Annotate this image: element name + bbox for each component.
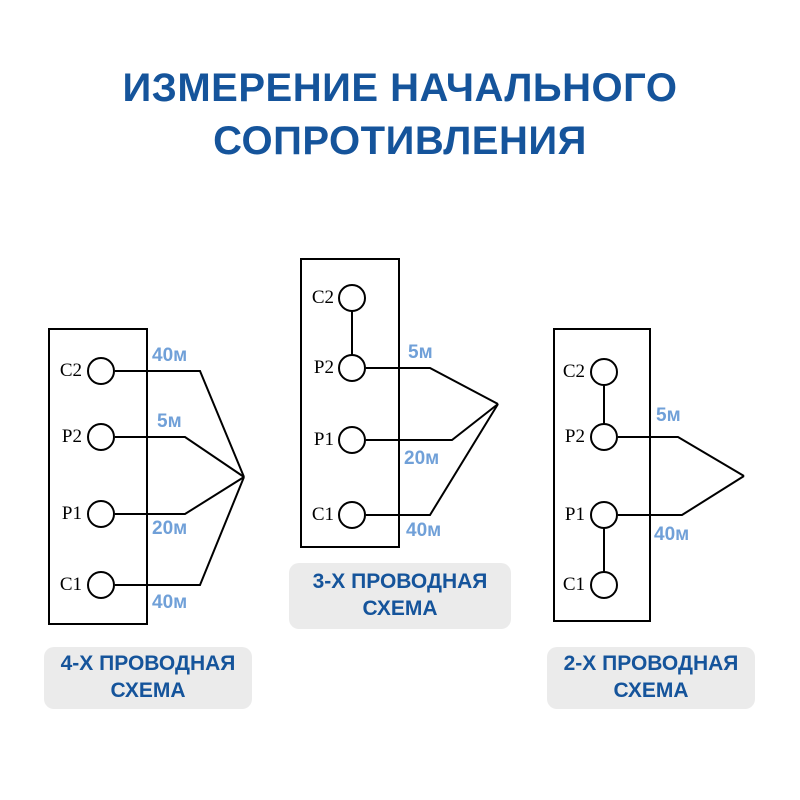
terminal-label-3w-p1: P1 — [313, 429, 334, 450]
wire-length-3w-p1: 20м — [404, 448, 440, 469]
terminal-label-2w-p2: P2 — [564, 426, 585, 447]
terminal-circle-2w-p1 — [590, 501, 618, 529]
wire-length-2w-p1: 40м — [654, 524, 690, 545]
caption-4-wire: 4-Х ПРОВОДНАЯ СХЕМА — [44, 647, 252, 709]
terminal-circle-2w-c1 — [590, 571, 618, 599]
terminal-label-4w-p2: P2 — [61, 426, 82, 447]
caption-4-wire-line1: 4-Х ПРОВОДНАЯ — [60, 652, 236, 676]
terminal-label-2w-c2: C2 — [562, 361, 585, 382]
terminal-label-4w-p1: P1 — [61, 503, 82, 524]
terminal-label-2w-p1: P1 — [564, 504, 585, 525]
terminal-label-4w-c2: C2 — [59, 360, 82, 381]
terminal-label-4w-c1: C1 — [59, 574, 82, 595]
terminal-label-3w-c2: C2 — [311, 287, 334, 308]
wire-length-4w-c1: 40м — [152, 592, 188, 613]
title-line-1: ИЗМЕРЕНИЕ НАЧАЛЬНОГО — [122, 66, 678, 110]
terminal-circle-4w-p1 — [87, 500, 115, 528]
terminal-circle-3w-p2 — [338, 354, 366, 382]
terminal-label-3w-c1: C1 — [311, 504, 334, 525]
terminal-circle-3w-c2 — [338, 284, 366, 312]
terminal-label-2w-c1: C1 — [562, 574, 585, 595]
terminal-circle-4w-c1 — [87, 571, 115, 599]
wire-length-2w-p2: 5м — [656, 405, 681, 426]
wire-length-4w-p2: 5м — [157, 411, 182, 432]
caption-2-wire: 2-Х ПРОВОДНАЯ СХЕМА — [547, 647, 755, 709]
title-line-2: СОПРОТИВЛЕНИЯ — [213, 118, 587, 163]
caption-3-wire-line1: 3-Х ПРОВОДНАЯ — [312, 570, 488, 594]
terminal-label-3w-p2: P2 — [313, 357, 334, 378]
page-title: ИЗМЕРЕНИЕ НАЧАЛЬНОГО СОПРОТИВЛЕНИЯ — [0, 62, 800, 168]
terminal-circle-4w-c2 — [87, 357, 115, 385]
terminal-circle-3w-p1 — [338, 426, 366, 454]
wire-length-3w-p2: 5м — [408, 342, 433, 363]
caption-3-wire-line2: СХЕМА — [362, 597, 438, 620]
wire-length-3w-c1: 40м — [406, 520, 442, 541]
caption-4-wire-line2: СХЕМА — [110, 679, 186, 702]
wire-length-4w-p1: 20м — [152, 518, 188, 539]
caption-3-wire: 3-Х ПРОВОДНАЯ СХЕМА — [289, 563, 511, 629]
wire-length-4w-c2: 40м — [152, 345, 188, 366]
terminal-circle-2w-p2 — [590, 423, 618, 451]
caption-2-wire-line1: 2-Х ПРОВОДНАЯ — [563, 652, 739, 676]
terminal-circle-2w-c2 — [590, 358, 618, 386]
terminal-circle-4w-p2 — [87, 423, 115, 451]
terminal-circle-3w-c1 — [338, 501, 366, 529]
caption-2-wire-line2: СХЕМА — [613, 679, 689, 702]
